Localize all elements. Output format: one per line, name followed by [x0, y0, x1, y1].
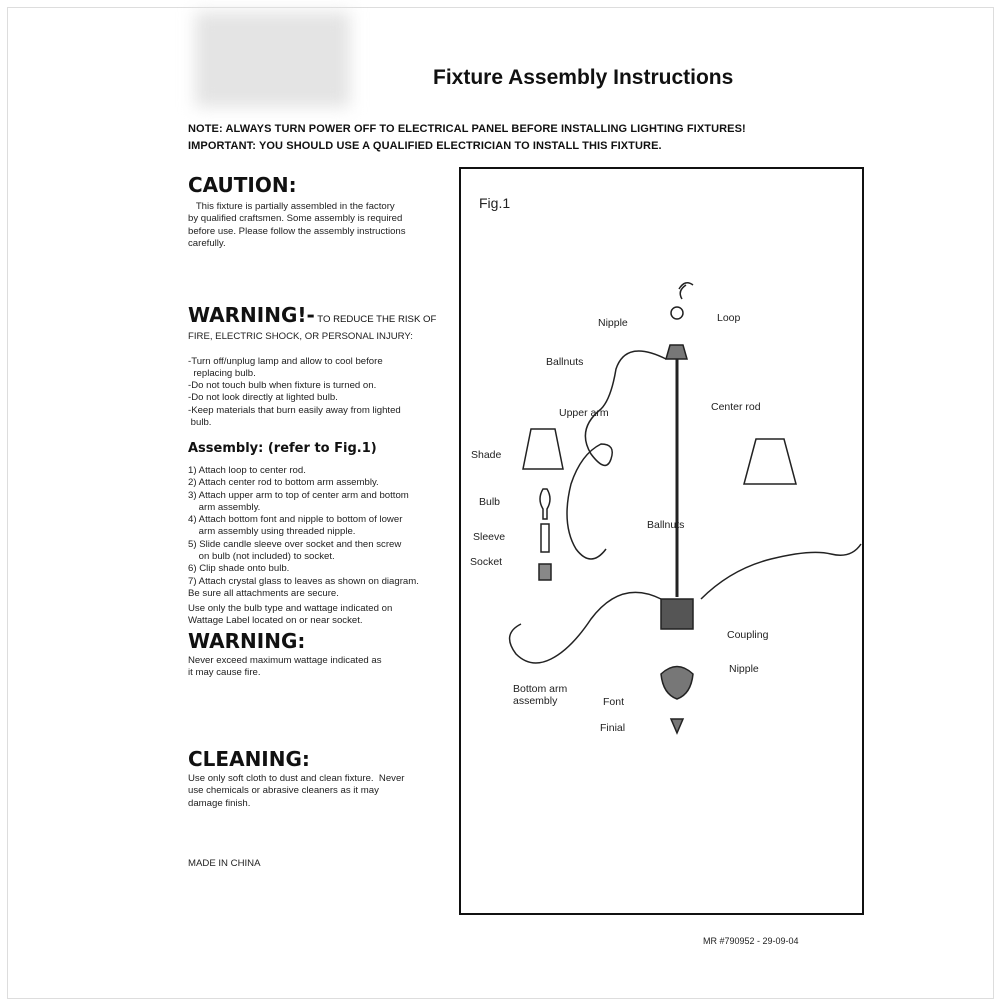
wire-icon: [678, 282, 694, 300]
origin-text: MADE IN CHINA: [188, 858, 261, 869]
warning2-heading: WARNING:: [188, 629, 306, 653]
label-font: Font: [603, 696, 625, 708]
label-finial: Finial: [600, 722, 626, 734]
electrician-note: IMPORTANT: YOU SHOULD USE A QUALIFIED EL…: [188, 140, 662, 152]
warning-body: FIRE, ELECTRIC SHOCK, OR PERSONAL INJURY…: [188, 331, 413, 429]
bottom-arm-right: [700, 543, 862, 600]
warning-title: WARNING!-: [188, 303, 315, 327]
label-sleeve: Sleeve: [473, 531, 506, 543]
assembly-heading: Assembly: (refer to Fig.1): [188, 441, 377, 456]
label-center-rod: Center rod: [711, 401, 761, 413]
shade-left: [522, 428, 564, 470]
document-page: [7, 7, 994, 999]
label-socket: Socket: [470, 556, 503, 568]
wattage-note: Use only the bulb type and wattage indic…: [188, 603, 393, 627]
cleaning-heading: CLEANING:: [188, 747, 310, 771]
bulb-part: [539, 488, 551, 520]
caution-body: This fixture is partially assembled in t…: [188, 201, 406, 249]
label-bottom-arm: Bottom arm assembly: [513, 683, 568, 707]
label-shade: Shade: [471, 449, 502, 461]
assembly-steps: 1) Attach loop to center rod. 2) Attach …: [188, 465, 419, 599]
caution-heading: CAUTION:: [188, 173, 297, 197]
label-nipple-bottom: Nipple: [729, 663, 759, 675]
document-code: MR #790952 - 29-09-04: [703, 936, 799, 946]
power-note: NOTE: ALWAYS TURN POWER OFF TO ELECTRICA…: [188, 123, 746, 135]
label-upper-arm: Upper arm: [559, 407, 609, 419]
label-bulb: Bulb: [479, 496, 501, 508]
figure-caption: Fig.1: [479, 195, 511, 211]
warning-heading: WARNING!- TO REDUCE THE RISK OF: [188, 304, 436, 326]
label-coupling: Coupling: [727, 629, 769, 641]
chandelier-diagram: [508, 282, 862, 735]
font-part: [660, 665, 694, 700]
shade-right: [743, 438, 797, 485]
upper-arm-part: [566, 350, 667, 560]
label-ballnuts-top: Ballnuts: [546, 356, 584, 368]
warning-subheading: TO REDUCE THE RISK OF: [314, 314, 437, 325]
page-title: Fixture Assembly Instructions: [433, 66, 734, 89]
label-nipple-top: Nipple: [598, 317, 628, 329]
blurred-logo: [195, 12, 350, 107]
bottom-arm-left: [508, 591, 662, 664]
warning2-body: Never exceed maximum wattage indicated a…: [188, 655, 382, 679]
figure-box: Fig.1 Loop Nipple Ballnuts Center rod Up…: [459, 167, 864, 915]
top-cap-part: [665, 344, 688, 360]
label-loop: Loop: [717, 312, 741, 324]
cleaning-body: Use only soft cloth to dust and clean fi…: [188, 773, 405, 809]
coupling-part: [660, 598, 694, 630]
loop-part: [670, 306, 684, 320]
label-ballnuts-mid: Ballnuts: [647, 519, 685, 531]
socket-part: [538, 563, 552, 581]
sleeve-part: [540, 523, 550, 553]
finial-part: [669, 718, 685, 735]
